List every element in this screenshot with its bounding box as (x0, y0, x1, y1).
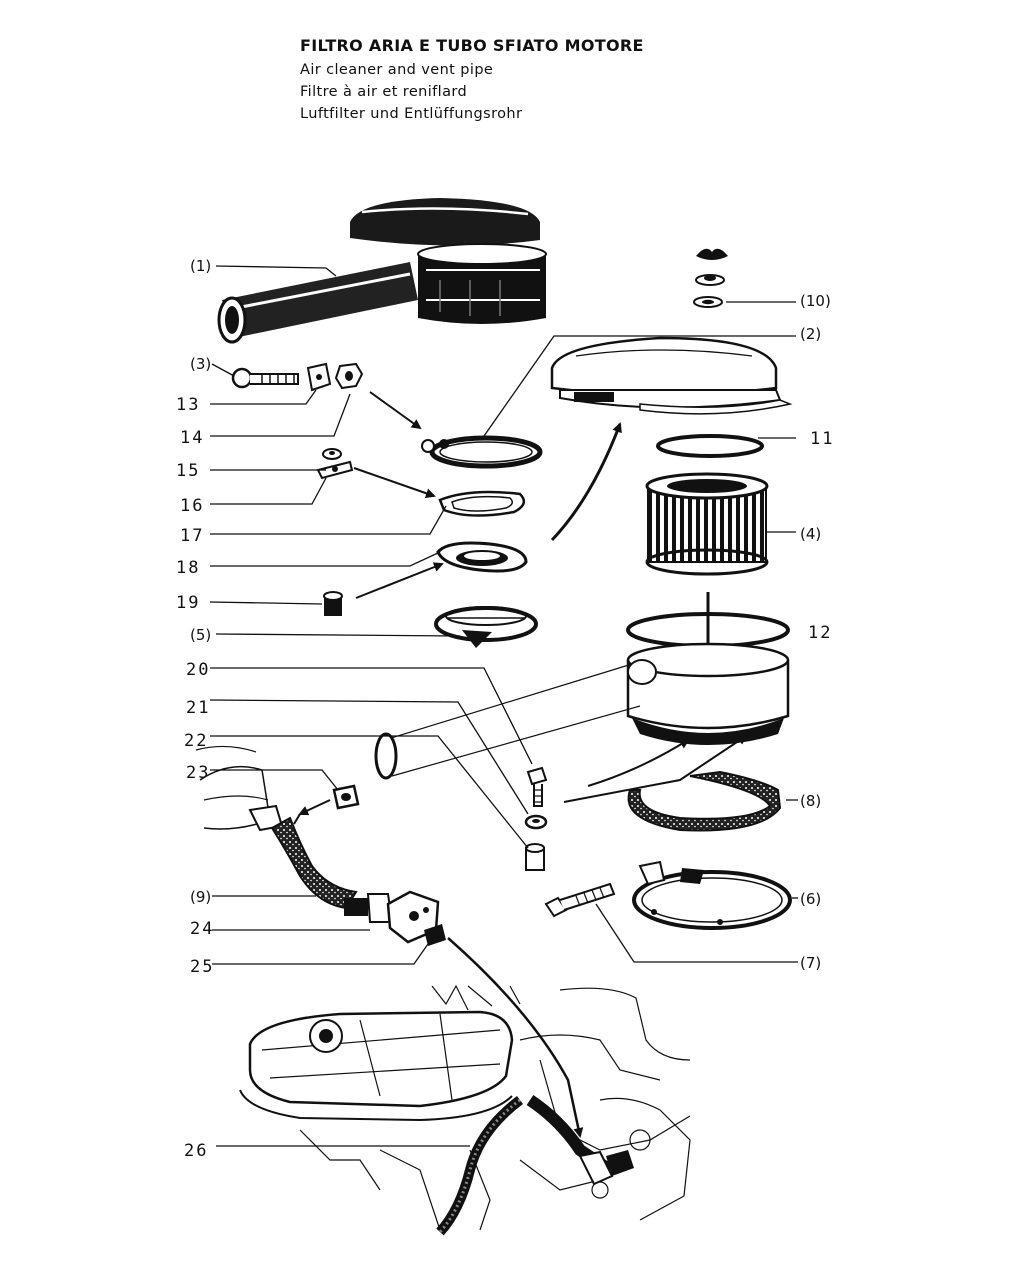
label-15: 15 (176, 461, 200, 481)
title-italian: FILTRO ARIA E TUBO SFIATO MOTORE (300, 36, 644, 55)
title-french: Filtre à air et reniflard (300, 84, 468, 100)
valve-cover-fragment (195, 745, 284, 832)
label-12: 12 (808, 623, 832, 643)
label-22: 22 (184, 731, 208, 751)
label-5: (5) (190, 626, 211, 644)
bolt-part-7 (544, 882, 616, 918)
foam-band-part-8 (627, 770, 782, 832)
label-3: (3) (190, 355, 211, 373)
label-6: (6) (800, 890, 821, 908)
union-fitting-part-24 (344, 890, 440, 944)
vent-hose-part-9 (270, 816, 358, 910)
adaptor-flange-part-18 (436, 541, 528, 573)
bolt-part-20 (526, 766, 548, 807)
nut-part-15 (322, 448, 342, 460)
label-18: 18 (176, 558, 200, 578)
label-11: 11 (810, 429, 834, 449)
title-block: FILTRO ARIA E TUBO SFIATO MOTORE Air cle… (300, 36, 644, 125)
label-21: 21 (186, 698, 210, 718)
label-24: 24 (190, 919, 214, 939)
title-english: Air cleaner and vent pipe (300, 62, 494, 78)
base-ring-part-5 (434, 606, 538, 648)
label-7: (7) (800, 954, 821, 972)
clip-nut-part-13 (306, 362, 332, 392)
label-10: (10) (800, 292, 831, 310)
label-17: 17 (180, 526, 204, 546)
clamp-band-part-6 (632, 860, 792, 930)
gasket-part-25 (424, 924, 446, 946)
bolt-part-3 (231, 367, 299, 389)
label-9: (9) (190, 888, 211, 906)
part-labels: (1) (3) 13 14 15 16 17 18 19 (5) 20 21 2… (176, 257, 834, 1161)
label-23: 23 (186, 763, 210, 783)
lock-washer-part-16 (316, 460, 354, 480)
label-16: 16 (180, 496, 204, 516)
gasket-part-17 (438, 490, 526, 517)
filter-element-part-4 (645, 472, 769, 576)
title-german: Luftfilter und Entlüffungsrohr (300, 106, 523, 122)
label-19: 19 (176, 593, 200, 613)
washer-part-21 (524, 814, 548, 830)
assembly-arrows (293, 391, 748, 1138)
label-1: (1) (190, 257, 211, 275)
label-2: (2) (800, 325, 821, 343)
wing-nut-part-10 (693, 248, 728, 308)
spacer-part-19 (323, 591, 343, 616)
label-14: 14 (180, 428, 204, 448)
nut-part-14 (334, 362, 364, 390)
air-cleaner-housing-part-1 (217, 198, 547, 344)
label-13: 13 (176, 395, 200, 415)
rubber-grommet-part-23 (332, 784, 360, 810)
spacer-part-22 (525, 843, 545, 871)
label-20: 20 (186, 660, 210, 680)
seal-ring-part-11 (656, 434, 764, 458)
label-25: 25 (190, 957, 214, 977)
label-26: 26 (184, 1141, 208, 1161)
label-4: (4) (800, 525, 821, 543)
label-8: (8) (800, 792, 821, 810)
leader-lines (209, 265, 798, 1147)
engine-installation-view (239, 984, 691, 1236)
lower-housing-part-12 (374, 592, 790, 780)
filter-cover-part-2 (550, 336, 793, 415)
strap-clamp (421, 435, 543, 469)
